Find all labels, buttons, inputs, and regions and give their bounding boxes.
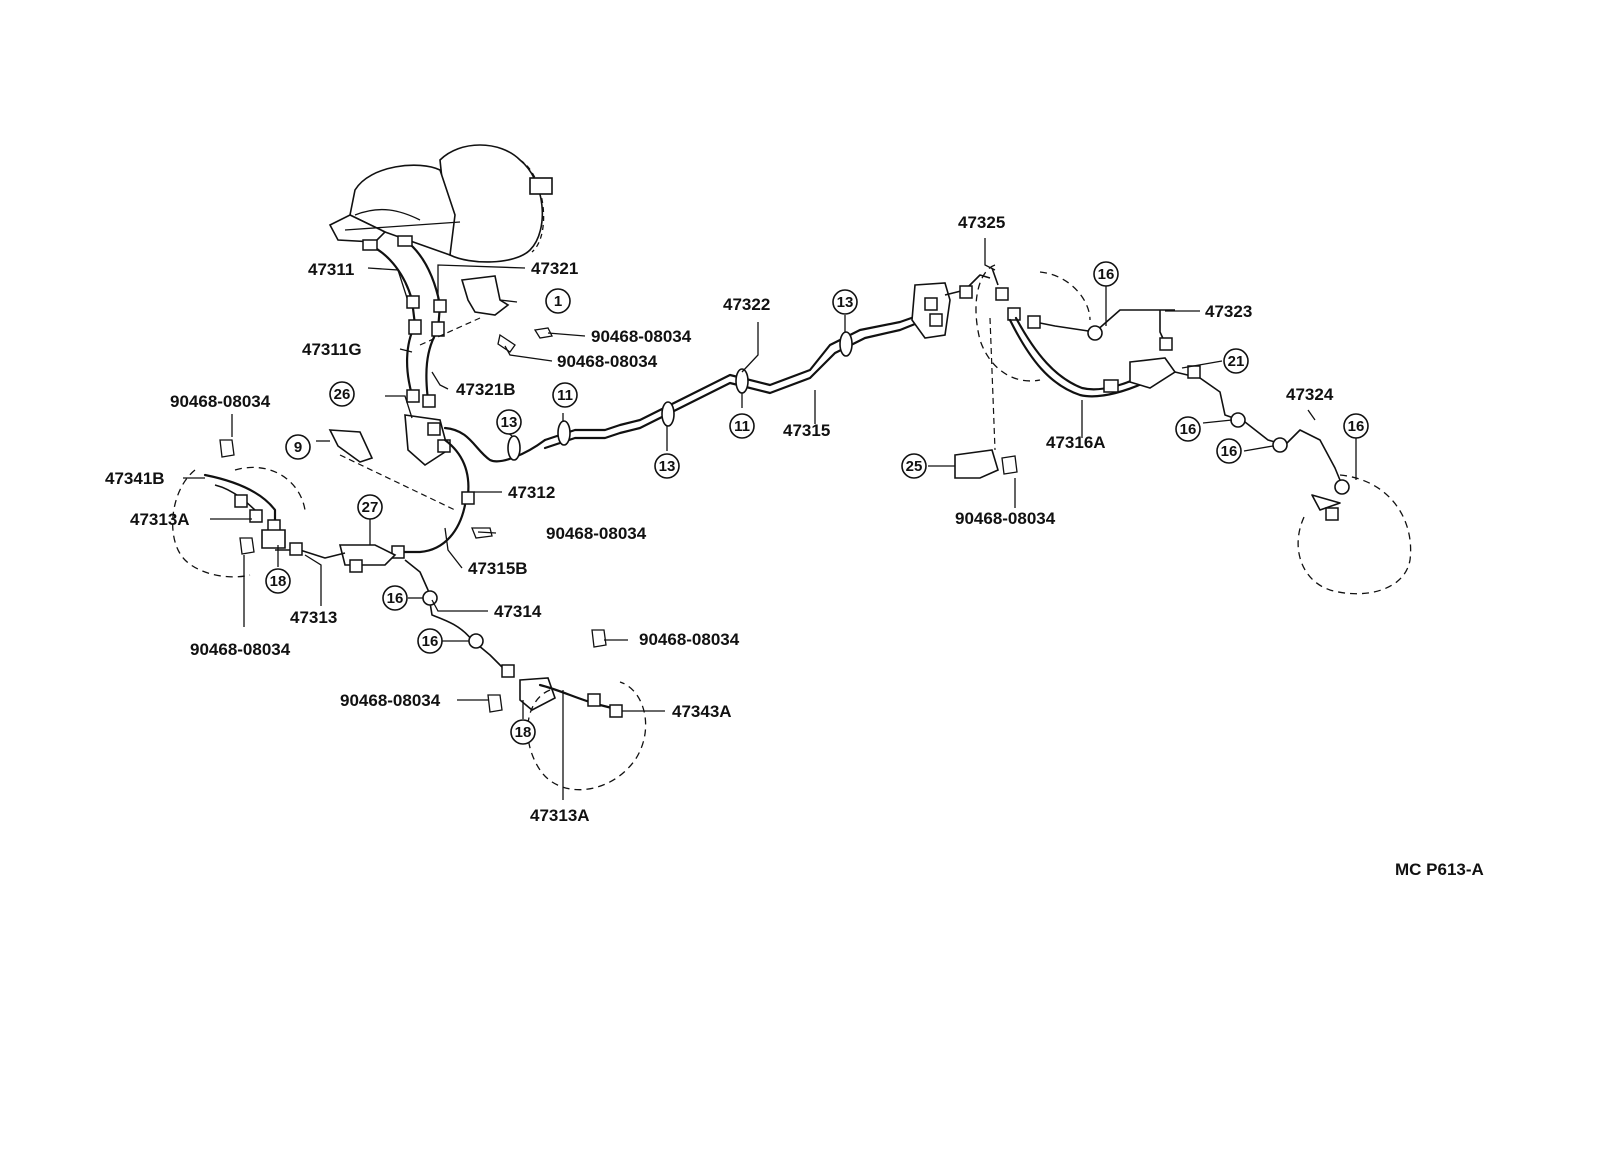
svg-text:9: 9 xyxy=(294,439,302,456)
callout-18: 18 xyxy=(265,568,291,594)
front-lines-from-master-cylinder xyxy=(362,235,553,408)
callout-11: 11 xyxy=(729,413,755,439)
label-47315B: 47315B xyxy=(468,559,528,578)
label-90468-08034: 90468-08034 xyxy=(340,691,441,710)
label-90468-08034: 90468-08034 xyxy=(557,352,658,371)
callout-16: 16 xyxy=(1175,416,1201,442)
svg-text:18: 18 xyxy=(515,724,532,741)
label-47311: 47311 xyxy=(308,260,354,279)
svg-text:18: 18 xyxy=(270,573,287,590)
brake-booster-master-cylinder xyxy=(328,144,553,263)
callout-18: 18 xyxy=(510,719,536,745)
leader-lines xyxy=(183,238,1357,800)
label-47313A: 47313A xyxy=(530,806,590,825)
label-47324: 47324 xyxy=(1286,385,1334,404)
svg-text:13: 13 xyxy=(837,294,854,311)
label-47314: 47314 xyxy=(494,602,542,621)
svg-text:13: 13 xyxy=(501,414,518,431)
svg-text:16: 16 xyxy=(1180,421,1197,438)
label-90468-08034: 90468-08034 xyxy=(170,392,271,411)
callout-27: 27 xyxy=(357,494,383,520)
svg-text:16: 16 xyxy=(1221,443,1238,460)
label-47321B: 47321B xyxy=(456,380,516,399)
callout-16: 16 xyxy=(417,628,443,654)
callout-16: 16 xyxy=(1093,261,1119,287)
front-left-lines xyxy=(172,414,547,578)
svg-text:25: 25 xyxy=(906,458,923,475)
callouts: 1 26 9 11 13 11 13 13 xyxy=(265,261,1369,745)
label-47321: 47321 xyxy=(531,259,578,278)
svg-text:27: 27 xyxy=(362,499,379,516)
label-47341B: 47341B xyxy=(105,469,165,488)
label-90468-08034: 90468-08034 xyxy=(955,509,1056,528)
callout-16: 16 xyxy=(382,585,408,611)
label-47312: 47312 xyxy=(508,483,555,502)
label-47322: 47322 xyxy=(723,295,770,314)
label-90468-08034: 90468-08034 xyxy=(190,640,291,659)
svg-text:11: 11 xyxy=(557,387,573,404)
label-47313A: 47313A xyxy=(130,510,190,529)
callout-16: 16 xyxy=(1343,413,1369,439)
main-rear-line xyxy=(507,274,991,461)
label-47315: 47315 xyxy=(783,421,830,440)
part-labels: 47311 47321 47311G 47321B 90468-08034 90… xyxy=(105,213,1334,825)
rear-right-lines xyxy=(954,264,1412,595)
label-47325: 47325 xyxy=(958,213,1005,232)
svg-text:21: 21 xyxy=(1228,353,1245,370)
label-47313: 47313 xyxy=(290,608,337,627)
svg-text:13: 13 xyxy=(659,458,676,475)
label-47316A: 47316A xyxy=(1046,433,1106,452)
callout-11: 11 xyxy=(552,382,578,408)
svg-text:11: 11 xyxy=(734,418,750,435)
svg-text:1: 1 xyxy=(554,293,562,310)
svg-text:16: 16 xyxy=(422,633,439,650)
svg-text:16: 16 xyxy=(1098,266,1115,283)
label-90468-08034: 90468-08034 xyxy=(546,524,647,543)
label-90468-08034: 90468-08034 xyxy=(591,327,692,346)
callout-25: 25 xyxy=(901,453,927,479)
callout-1: 1 xyxy=(545,288,571,314)
label-47343A: 47343A xyxy=(672,702,732,721)
callout-9: 9 xyxy=(285,434,311,460)
callout-21: 21 xyxy=(1223,348,1249,374)
diagram-code: MC P613-A xyxy=(1395,860,1484,879)
svg-text:16: 16 xyxy=(1348,418,1365,435)
callout-16: 16 xyxy=(1216,438,1242,464)
callout-13: 13 xyxy=(496,409,522,435)
label-47323: 47323 xyxy=(1205,302,1252,321)
svg-text:26: 26 xyxy=(334,386,351,403)
callout-13: 13 xyxy=(832,289,858,315)
callout-26: 26 xyxy=(329,381,355,407)
label-47311G: 47311G xyxy=(302,340,362,359)
label-90468-08034: 90468-08034 xyxy=(639,630,740,649)
svg-text:16: 16 xyxy=(387,590,404,607)
rear-left-lines xyxy=(404,559,647,791)
callout-13: 13 xyxy=(654,453,680,479)
